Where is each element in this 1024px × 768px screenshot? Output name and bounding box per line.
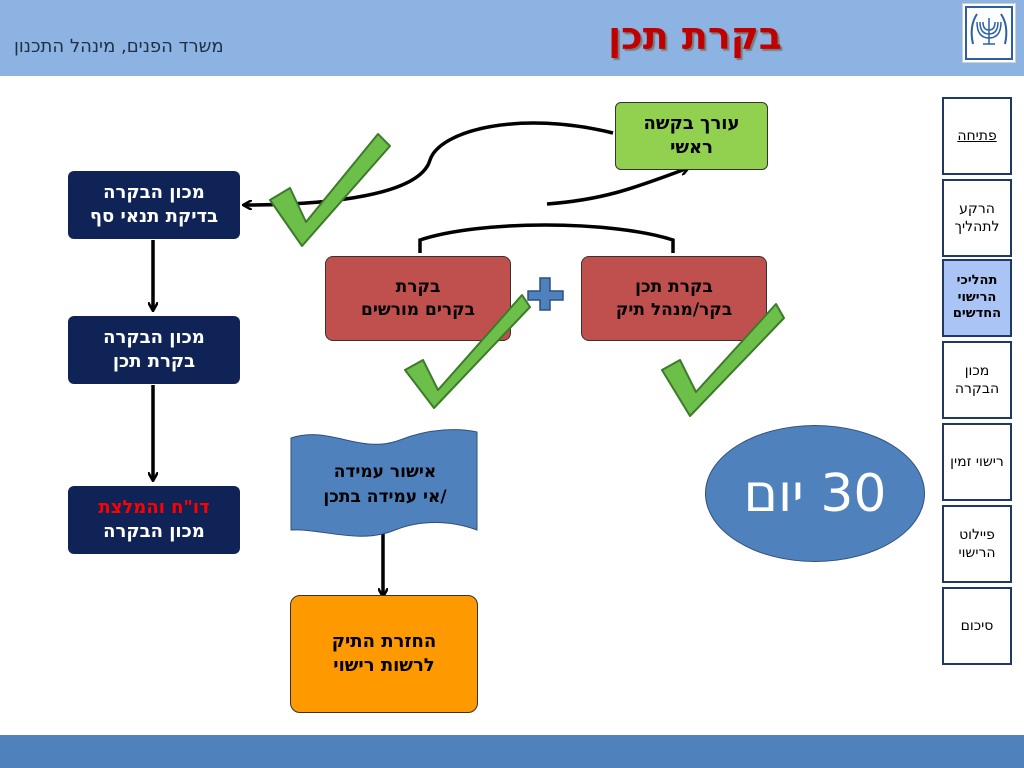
nav-summary[interactable]: סיכום [942,587,1012,665]
final-check-line2: בדיקת תנאי סף [89,206,219,227]
approval-flag: אישור עמידה/אי עמידה בתכן [292,440,478,530]
bracket-connector [418,223,675,253]
header-bar [0,0,1024,76]
plus-icon [527,277,564,311]
check-mark-icon [404,294,531,409]
report-line2: מכון הבקרה [103,521,205,542]
return-line2: לרשות רישוי [333,655,435,676]
return-file-box: החזרת התיק לרשות רישוי [290,595,478,713]
nav-pilot[interactable]: פיילוט הרישוי [942,505,1012,583]
slide-title: בקרת תכן [608,14,782,58]
chief-editor-box: עורך בקשה ראשי [615,102,768,170]
report-line1: דו"ח והמלצת [98,496,210,518]
days-ellipse: 30 יום [705,425,925,562]
final-check-line1: מכון הבקרה [103,181,205,203]
footer-bar [0,735,1024,768]
check-mark-icon [269,133,391,247]
nav-new-licensing[interactable]: תהליכי הרישוי החדשים [942,259,1012,337]
approval-line1: אישור עמידה [333,461,437,482]
institute-line1: מכון הבקרה [103,326,205,348]
inspectors-line2: בקרים מורשים [361,299,475,320]
arrow-to-editor [546,168,688,206]
check-mark-icon [661,303,785,417]
nav-opening[interactable]: פתיחה [942,97,1012,175]
chief-editor-line1: עורך בקשה [643,112,740,134]
design-inspector-line2: בקר/מנהל תיק [615,299,733,320]
design-check-institute-box: מכון הבקרה בקרת תכן [68,316,240,384]
nav-available-licensing[interactable]: רישוי זמין [942,423,1012,501]
approval-flag-shape [290,429,478,537]
state-emblem-icon [962,3,1016,63]
inspectors-line1: בקרת [395,276,441,297]
nav-background[interactable]: הרקע לתהליך [942,179,1012,257]
final-check-box: מכון הבקרה בדיקת תנאי סף [68,171,240,239]
ministry-subtitle: משרד הפנים, מינהל התכנון [14,36,224,57]
design-inspector-line1: בקרת תכן [635,276,713,297]
approval-line2: /אי עמידה בתכן [323,487,447,507]
institute-line2: בקרת תכן [112,351,196,372]
chief-editor-line2: ראשי [670,137,713,158]
nav-control-institute[interactable]: מכון הבקרה [942,341,1012,419]
return-line1: החזרת התיק [331,630,437,652]
report-box: דו"ח והמלצת מכון הבקרה [68,486,240,554]
